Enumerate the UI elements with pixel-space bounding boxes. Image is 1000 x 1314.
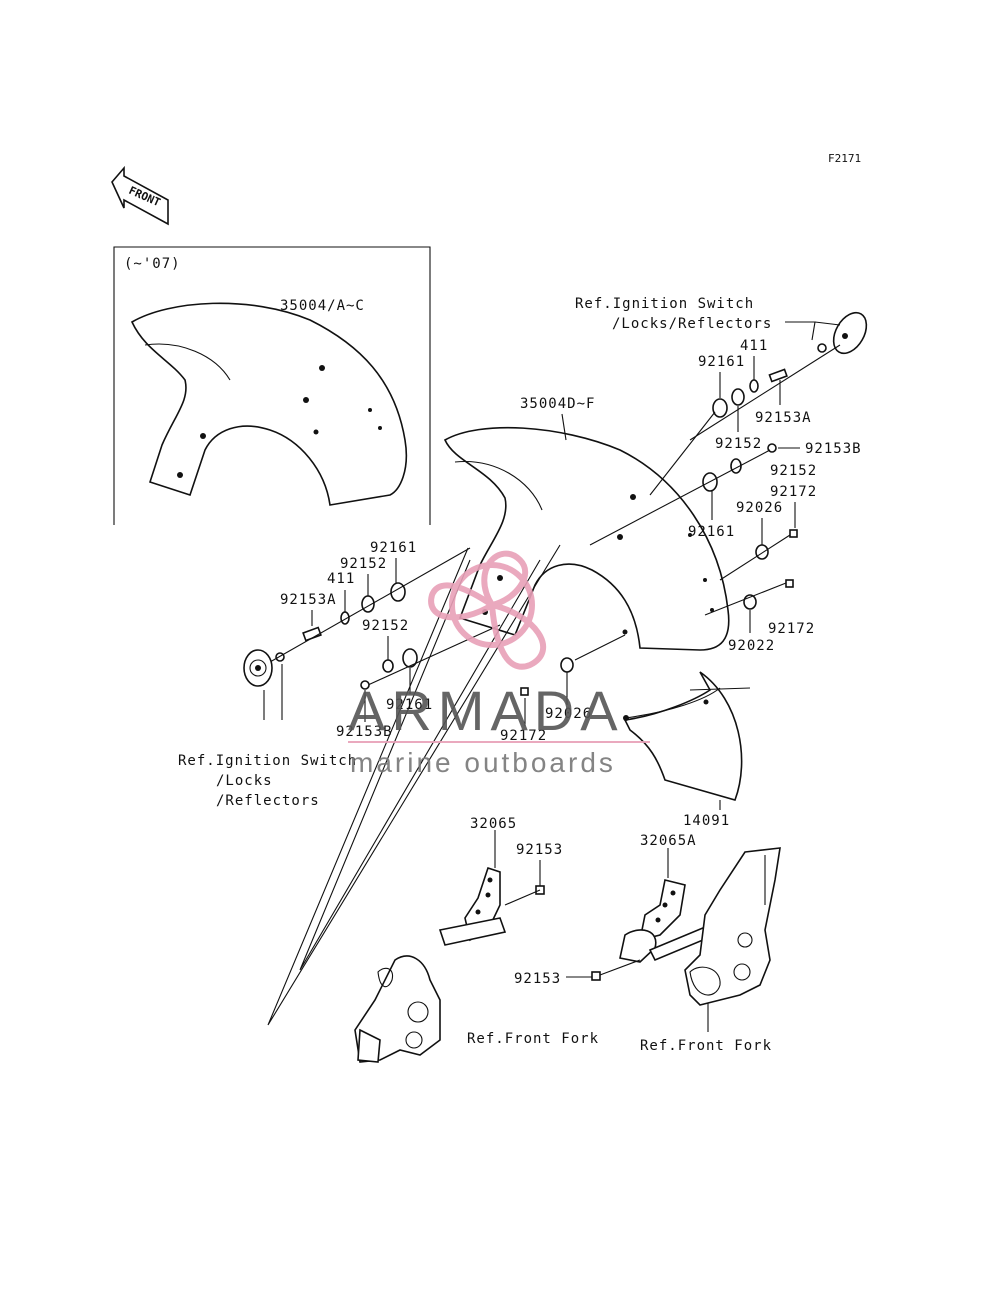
- label-14091: 14091: [683, 813, 730, 829]
- watermark-tagline: marine outboards: [350, 747, 616, 778]
- label-92153b-l: 92153B: [336, 724, 393, 740]
- front-arrow-icon: FRONT: [111, 165, 169, 226]
- label-92152b-l: 92152: [362, 618, 409, 634]
- label-411: 411: [740, 338, 768, 354]
- label-411-l: 411: [327, 571, 355, 587]
- bracket-32065: [438, 866, 507, 946]
- label-ref-fork-l: Ref.Front Fork: [467, 1031, 599, 1047]
- label-92153a-r: 92153A: [755, 410, 812, 426]
- label-ref-ign-r2: /Locks/Reflectors: [612, 316, 772, 332]
- inset-label: (~'07): [124, 256, 181, 272]
- label-92152-r: 92152: [715, 436, 762, 452]
- label-ref-ign-l3: /Reflectors: [216, 793, 320, 809]
- label-92153-a: 92153: [516, 842, 563, 858]
- label-ref-fork-r: Ref.Front Fork: [640, 1038, 772, 1054]
- bracket-32065a: [619, 879, 717, 963]
- label-92161b-r: 92161: [688, 524, 735, 540]
- label-92152-l: 92152: [340, 556, 387, 572]
- label-92172-r: 92172: [770, 484, 817, 500]
- watermark: ARMADA marine outboards: [348, 550, 650, 778]
- label-35004-df: 35004D~F: [520, 396, 595, 412]
- label-92172-m: 92172: [500, 728, 547, 744]
- label-92161-l: 92161: [370, 540, 417, 556]
- label-ref-ign-r1: Ref.Ignition Switch: [575, 296, 754, 312]
- label-32065: 32065: [470, 816, 517, 832]
- inset-frame: (~'07): [113, 246, 431, 525]
- fender-35004-df: [443, 426, 730, 651]
- label-ref-ign-l1: Ref.Ignition Switch: [178, 753, 357, 769]
- front-fork-left: [354, 955, 441, 1063]
- fender-35004-ac: [130, 302, 408, 506]
- propeller-logo-icon: [428, 550, 547, 670]
- label-92026-m: 92026: [545, 706, 592, 722]
- label-92022-r: 92022: [728, 638, 775, 654]
- figure-id: F2171: [828, 152, 861, 165]
- label-ref-ign-l2: /Locks: [216, 773, 273, 789]
- label-92161b-l: 92161: [386, 697, 433, 713]
- label-92172b-r: 92172: [768, 621, 815, 637]
- label-92152b-r: 92152: [770, 463, 817, 479]
- label-92153b-r: 92153B: [805, 441, 862, 457]
- label-92153-b: 92153: [514, 971, 561, 987]
- label-92153a-l: 92153A: [280, 592, 337, 608]
- reflector-left-icon: [243, 649, 273, 687]
- label-32065a: 32065A: [640, 833, 697, 849]
- label-92161-r: 92161: [698, 354, 745, 370]
- fender-extension-14091: [623, 671, 743, 801]
- label-35004-ac: 35004/A~C: [280, 298, 365, 314]
- watermark-brand: ARMADA: [348, 679, 624, 742]
- front-fork-right: [684, 847, 781, 1006]
- reflector-right-icon: [832, 311, 868, 355]
- label-92026-r: 92026: [736, 500, 783, 516]
